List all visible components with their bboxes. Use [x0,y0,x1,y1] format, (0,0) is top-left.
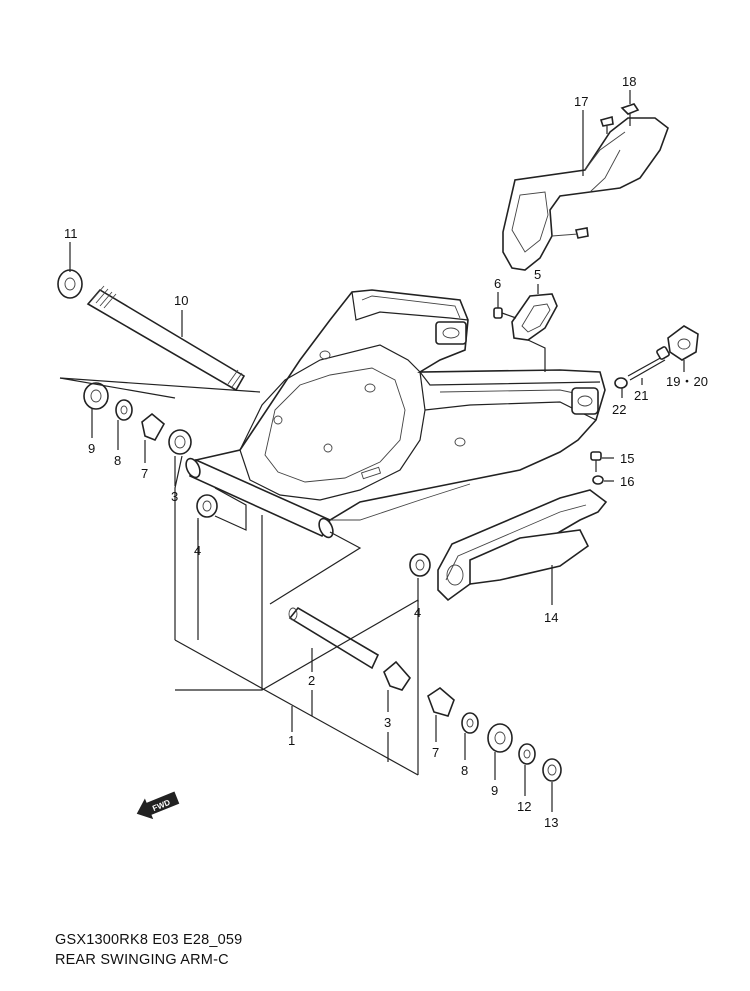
label-part-10: 10 [174,293,188,308]
pivot-shaft-part-10 [86,285,246,392]
bolt-part-6 [493,307,517,319]
label-part-2: 2 [308,673,315,688]
washer-part-12 [518,743,536,765]
bearing-part-4-left [196,494,218,518]
bushing-part-7-left [141,412,166,442]
label-part-4-right: 4 [414,605,421,620]
label-part-21: 21 [634,388,648,403]
fwd-arrow-icon: FWD [136,791,180,820]
label-part-16: 16 [620,474,634,489]
bushing-part-7-right [427,686,455,717]
label-part-15: 15 [620,451,634,466]
label-part-9-left: 9 [88,441,95,456]
label-part-8-left: 8 [114,453,121,468]
bolt-part-15 [590,451,602,472]
label-part-14: 14 [544,610,558,625]
label-part-1: 1 [288,733,295,748]
nut-part-13 [542,758,562,782]
bearing-part-3-right [383,660,412,691]
label-part-11: 11 [64,226,78,241]
model-code: GSX1300RK8 E03 E28_059 [55,932,243,948]
bearing-part-4-right [409,553,431,577]
label-part-5: 5 [534,267,541,282]
chain-adjuster-part-19-20 [667,325,699,361]
washer-part-8-right [461,712,479,734]
swing-arm-body-part-1 [185,289,606,539]
cover-clip-upper [599,115,614,134]
label-part-4-left: 4 [194,543,201,558]
bracket-part-5 [511,293,558,341]
part-labels: 11 10 9 8 7 3 4 4 2 3 1 7 8 9 12 13 14 1… [64,74,708,830]
cover-clip-lower [551,227,589,239]
leader-lines [59,90,685,812]
dust-seal-part-9-right [487,723,513,753]
spacer-part-2 [288,606,380,670]
dust-seal-part-9-left [83,382,109,410]
adjuster-nut-part-22 [614,377,628,389]
label-part-22: 22 [612,402,626,417]
bearing-part-3-left [168,429,192,455]
label-part-9-right: 9 [491,783,498,798]
washer-part-8-left [115,399,133,421]
nut-part-11 [57,269,83,299]
label-part-7-right: 7 [432,745,439,760]
label-part-8-right: 8 [461,763,468,778]
label-part-12: 12 [517,799,531,814]
chain-cover-part-17 [502,117,669,271]
label-part-19-20: 19・20 [666,374,708,389]
label-part-18: 18 [622,74,636,89]
adjuster-bolt-part-21 [627,346,670,381]
diagram-caption: GSX1300RK8 E03 E28_059 REAR SWINGING ARM… [55,930,242,970]
chain-case-part-14 [437,489,608,602]
label-part-6: 6 [494,276,501,291]
label-part-7-left: 7 [141,466,148,481]
screw-part-18 [620,103,640,126]
label-part-3-left: 3 [171,489,178,504]
label-part-17: 17 [574,94,588,109]
nut-part-16 [592,475,604,485]
label-part-13: 13 [544,815,558,830]
diagram-title: REAR SWINGING ARM-C [55,952,229,968]
label-part-3-right: 3 [384,715,391,730]
